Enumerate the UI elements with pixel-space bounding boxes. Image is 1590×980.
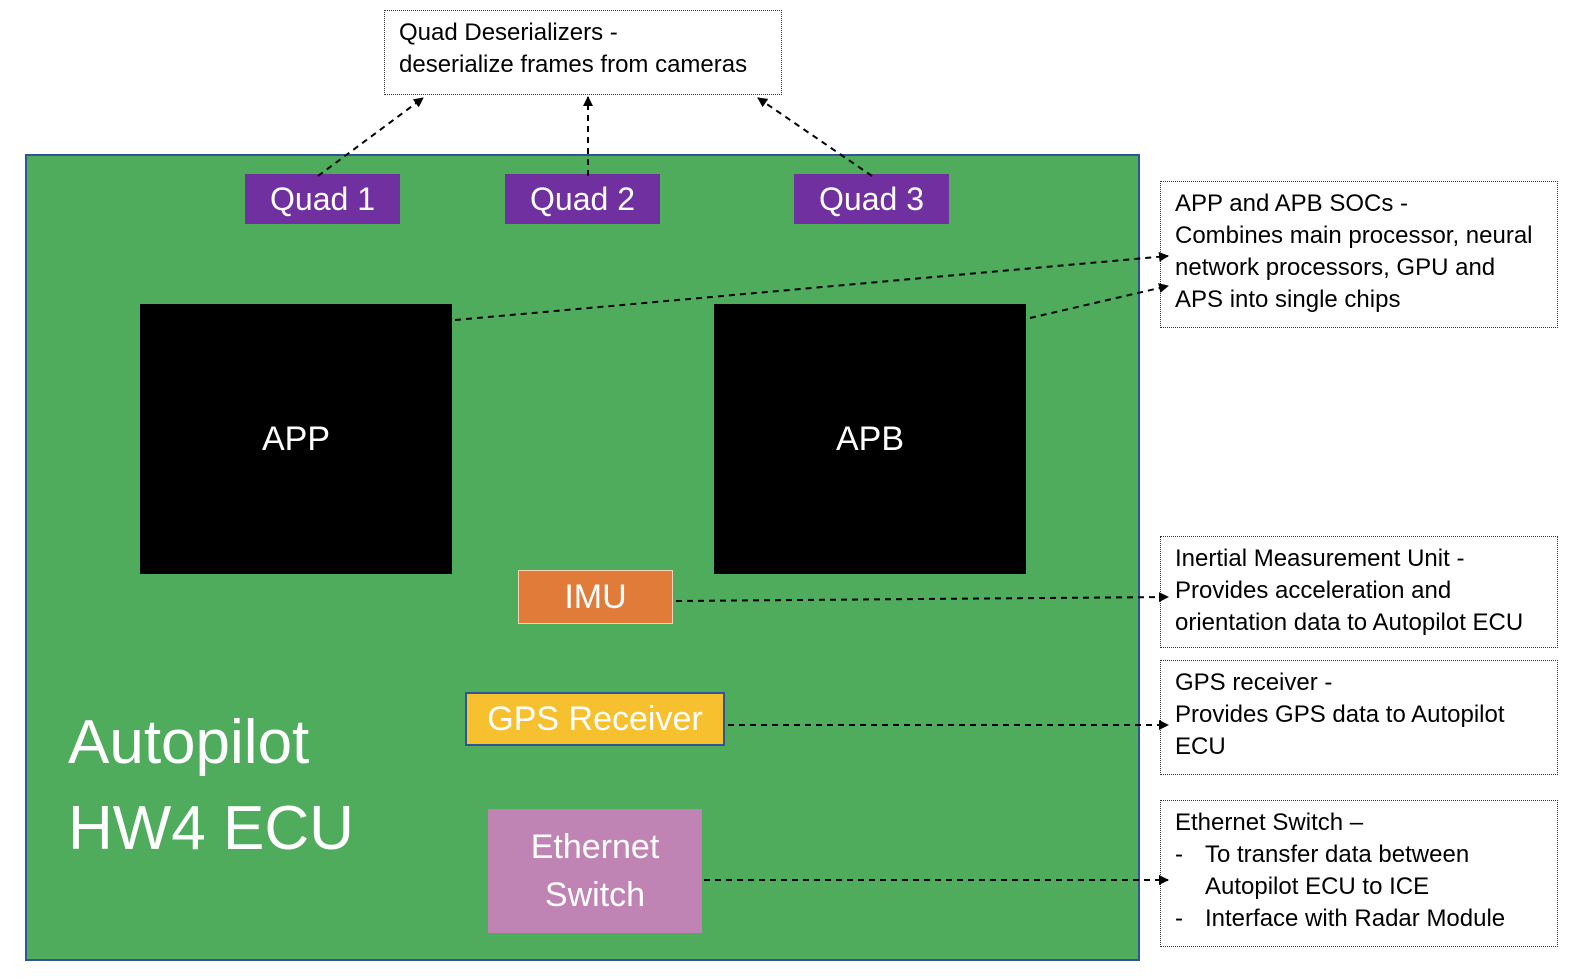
note-ethernet-bullet1-line2: Autopilot ECU to ICE [1205, 873, 1430, 900]
note-imu-line3: orientation data to Autopilot ECU [1175, 609, 1524, 636]
note-ethernet-bullet2: Interface with Radar Module [1205, 905, 1506, 932]
note-socs-line2: Combines main processor, neural [1175, 222, 1533, 249]
board-title-line1: Autopilot [68, 708, 310, 777]
apb-chip: APB [714, 304, 1026, 574]
board-title: Autopilot HW4 ECU [68, 700, 354, 872]
ethernet-switch-component: Ethernet Switch [488, 809, 702, 933]
note-gps-line1: GPS receiver - [1175, 669, 1333, 696]
app-chip: APP [140, 304, 452, 574]
note-imu-line2: Provides acceleration and [1175, 577, 1452, 604]
note-socs-line3: network processors, GPU and [1175, 254, 1496, 281]
note-ethernet: Ethernet Switch – - To transfer data bet… [1160, 800, 1558, 947]
ethernet-switch-line2: Switch [544, 876, 646, 914]
note-imu-line1: Inertial Measurement Unit - [1175, 545, 1465, 572]
bullet-dash: - [1175, 841, 1183, 868]
note-deserializers-line2: deserialize frames from cameras [399, 51, 748, 78]
quad-2: Quad 2 [505, 174, 660, 224]
quad-3: Quad 3 [794, 174, 949, 224]
note-ethernet-line1: Ethernet Switch – [1175, 809, 1364, 836]
ethernet-switch-line1: Ethernet [530, 828, 660, 866]
note-gps: GPS receiver - Provides GPS data to Auto… [1160, 660, 1558, 775]
imu-component: IMU [518, 570, 673, 624]
quad-1: Quad 1 [245, 174, 400, 224]
note-ethernet-bullet-1: - To transfer data between Autopilot ECU… [1175, 839, 1543, 903]
note-socs: APP and APB SOCs - Combines main process… [1160, 181, 1558, 328]
note-gps-line2: Provides GPS data to Autopilot [1175, 701, 1505, 728]
note-deserializers-line1: Quad Deserializers - [399, 19, 618, 46]
note-socs-line1: APP and APB SOCs - [1175, 190, 1409, 217]
note-gps-line3: ECU [1175, 733, 1226, 760]
note-ethernet-bullet1-line1: To transfer data between [1205, 841, 1470, 868]
board-title-line2: HW4 ECU [68, 794, 354, 863]
note-ethernet-bullet-2: - Interface with Radar Module [1175, 903, 1543, 935]
bullet-dash: - [1175, 905, 1183, 932]
gps-receiver-component: GPS Receiver [465, 692, 725, 746]
note-deserializers: Quad Deserializers - deserialize frames … [384, 10, 782, 95]
note-imu: Inertial Measurement Unit - Provides acc… [1160, 536, 1558, 648]
note-socs-line4: APS into single chips [1175, 286, 1401, 313]
